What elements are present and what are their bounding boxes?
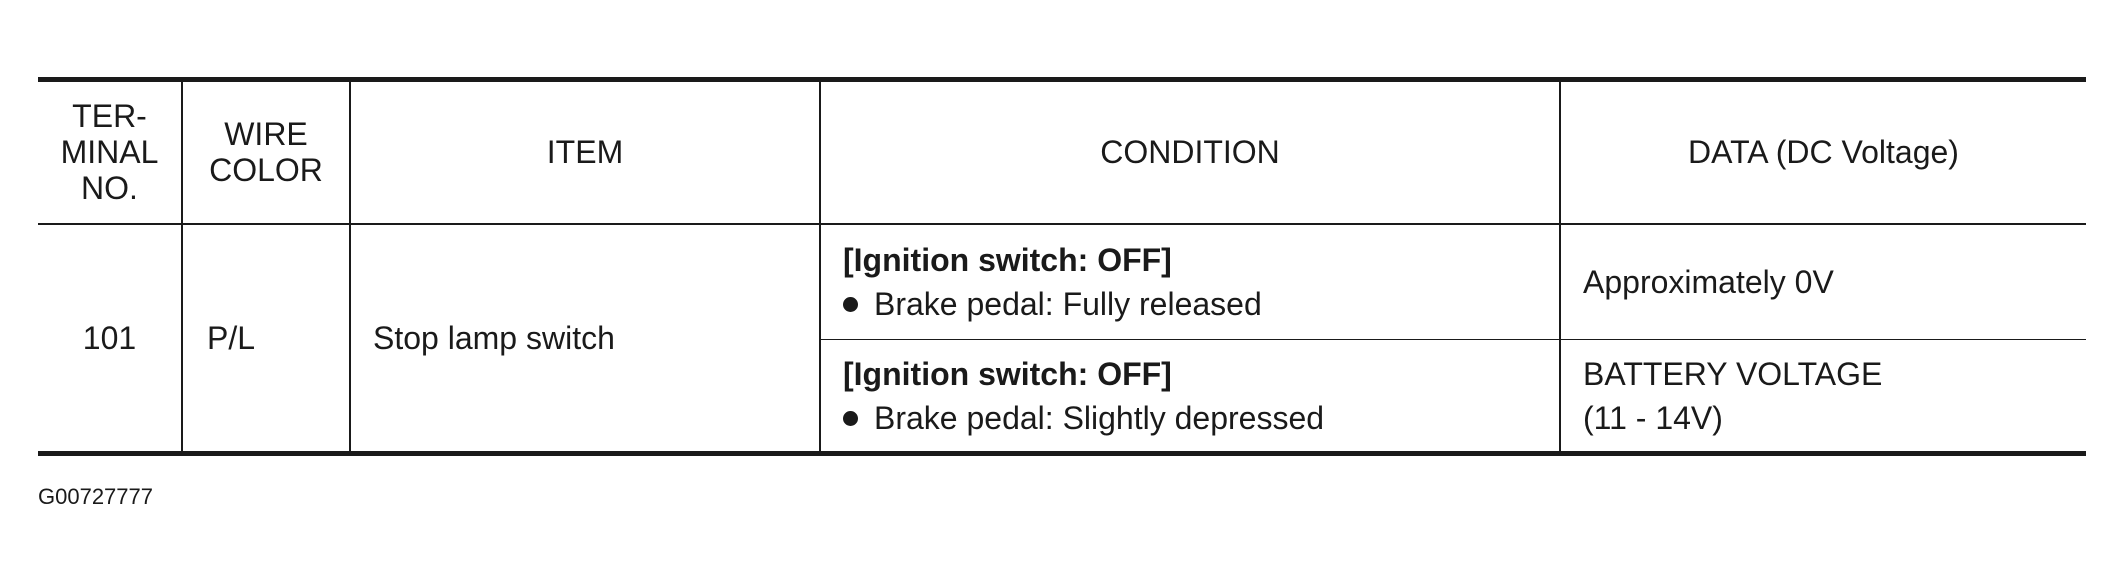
bullet-icon	[843, 410, 858, 426]
item-cell: Stop lamp switch	[349, 223, 821, 454]
table-row: 101 P/L Stop lamp switch [Ignition switc…	[38, 223, 2086, 454]
data-value: Approximately 0V	[1583, 263, 1834, 300]
terminal-data-table-container: TER- MINAL NO. WIRE COLOR ITEM CONDITION…	[38, 77, 2086, 456]
bullet-icon	[843, 296, 858, 312]
data-cell: Approximately 0V	[1559, 223, 2086, 340]
header-terminal-line-1: TER-	[72, 98, 147, 135]
header-terminal-line-2: MINAL	[60, 134, 159, 171]
figure-id: G00727777	[38, 484, 153, 509]
header-row: TER- MINAL NO. WIRE COLOR ITEM CONDITION…	[38, 79, 2086, 224]
header-item: ITEM	[349, 79, 821, 224]
data-value: BATTERY VOLTAGE	[1583, 355, 1883, 392]
data-value-range: (11 - 14V)	[1583, 399, 1723, 436]
condition-title: [Ignition switch: OFF]	[843, 355, 1172, 392]
wire-color-cell: P/L	[181, 223, 351, 454]
header-data: DATA (DC Voltage)	[1559, 79, 2086, 224]
condition-title: [Ignition switch: OFF]	[843, 241, 1172, 278]
header-wire-color: WIRE COLOR	[181, 79, 351, 224]
condition-cell: [Ignition switch: OFF] Brake pedal: Full…	[819, 223, 1561, 340]
header-wire-line-1: WIRE	[224, 116, 308, 153]
terminal-number-cell: 101	[38, 223, 183, 454]
header-terminal-no: TER- MINAL NO.	[38, 79, 183, 224]
condition-cell: [Ignition switch: OFF] Brake pedal: Slig…	[820, 339, 1561, 454]
header-terminal-line-3: NO.	[81, 170, 138, 207]
header-condition: CONDITION	[819, 79, 1561, 224]
header-wire-line-2: COLOR	[209, 152, 323, 189]
condition-detail-line: Brake pedal: Slightly depressed	[843, 396, 1559, 440]
condition-detail-line: Brake pedal: Fully released	[843, 282, 1559, 326]
condition-detail: Brake pedal: Slightly depressed	[874, 399, 1325, 436]
data-cell: BATTERY VOLTAGE (11 - 14V)	[1559, 339, 2086, 454]
condition-detail: Brake pedal: Fully released	[874, 285, 1262, 322]
terminal-data-table: TER- MINAL NO. WIRE COLOR ITEM CONDITION…	[38, 77, 2086, 456]
table-row: [Ignition switch: OFF] Brake pedal: Slig…	[38, 339, 2086, 454]
